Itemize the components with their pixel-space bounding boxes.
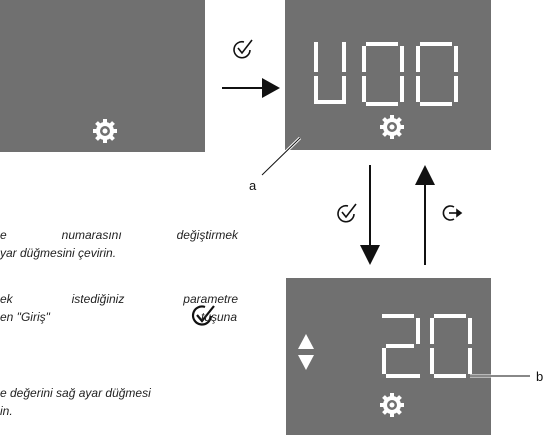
arrow-up-icon [415,165,435,265]
instruction-2-line-1: ek istediğiniz parametre [0,292,238,306]
up-down-triangles-icon [298,334,314,370]
gear-icon [380,393,404,417]
check-circle-icon [337,203,357,223]
instruction-2-line-2a: en "Giriş" [0,310,50,324]
check-circle-icon [233,39,253,59]
instruction-1-line-2: yar düğmesini çevirin. [0,246,117,260]
callout-a-leader [261,137,301,176]
display-panel-bottom [286,278,491,435]
arrow-down-icon [360,165,380,265]
gear-icon [93,119,117,143]
arrow-right-icon [222,78,280,98]
return-arrow-icon [442,205,463,221]
instruction-1-line-1: e numarasını değiştirmek [0,228,238,242]
callout-label-b: b [536,369,544,384]
gear-icon [380,115,404,139]
instruction-3-line-1: e değerini sağ ayar düğmesi [0,386,151,400]
display-panel-left [0,0,205,152]
instruction-3-line-2: in. [0,404,13,418]
callout-label-a: a [249,178,257,193]
display-reading-u00 [314,42,458,106]
display-panel-top-right [285,0,491,150]
display-reading-20 [382,314,472,378]
instruction-2-line-2b: tuşuna [201,310,238,324]
check-circle-icon [191,305,215,326]
